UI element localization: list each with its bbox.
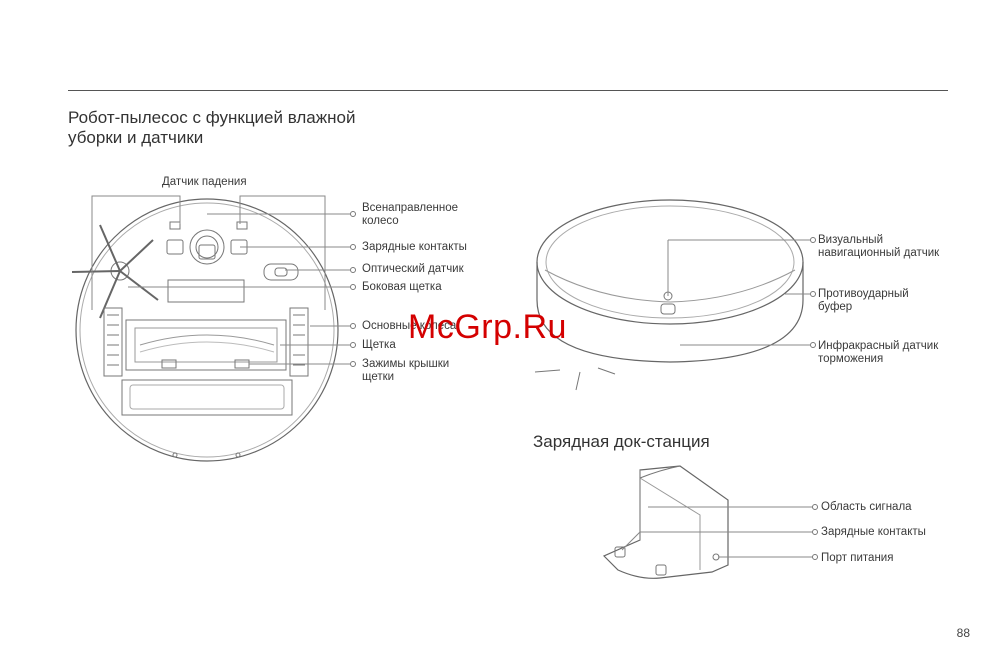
- label-optical-sensor: Оптический датчик: [362, 263, 464, 275]
- watermark: McGrp.Ru: [408, 308, 567, 346]
- label-brush: Щетка: [362, 339, 396, 351]
- robot-bottom-view: [71, 195, 350, 462]
- label-main-wheels: Основные колеса: [362, 320, 457, 332]
- label-fall-sensor: Датчик падения: [162, 176, 247, 188]
- label-side-brush: Боковая щетка: [362, 281, 442, 293]
- label-bumper: Противоударный буфер: [818, 288, 909, 313]
- robot-top-view: [534, 199, 810, 391]
- dock-title: Зарядная док-станция: [533, 432, 710, 451]
- label-signal-area: Область сигнала: [821, 501, 912, 513]
- label-brush-cover-clips: Зажимы крышки щетки: [362, 358, 450, 383]
- page-number: 88: [956, 626, 970, 640]
- label-ir-brake-sensor: Инфракрасный датчик торможения: [818, 340, 939, 365]
- label-dock-charging-contacts: Зарядные контакты: [821, 526, 926, 538]
- label-omni-wheel: Всенаправленное колесо: [362, 202, 459, 227]
- label-power-port: Порт питания: [821, 552, 894, 564]
- label-visual-nav-sensor: Визуальный навигационный датчик: [818, 234, 940, 259]
- page-title: Робот-пылесос с функцией влажной уборки …: [68, 108, 356, 147]
- top-rule: [68, 90, 948, 91]
- dock-view: [602, 465, 812, 579]
- label-charging-contacts: Зарядные контакты: [362, 241, 467, 253]
